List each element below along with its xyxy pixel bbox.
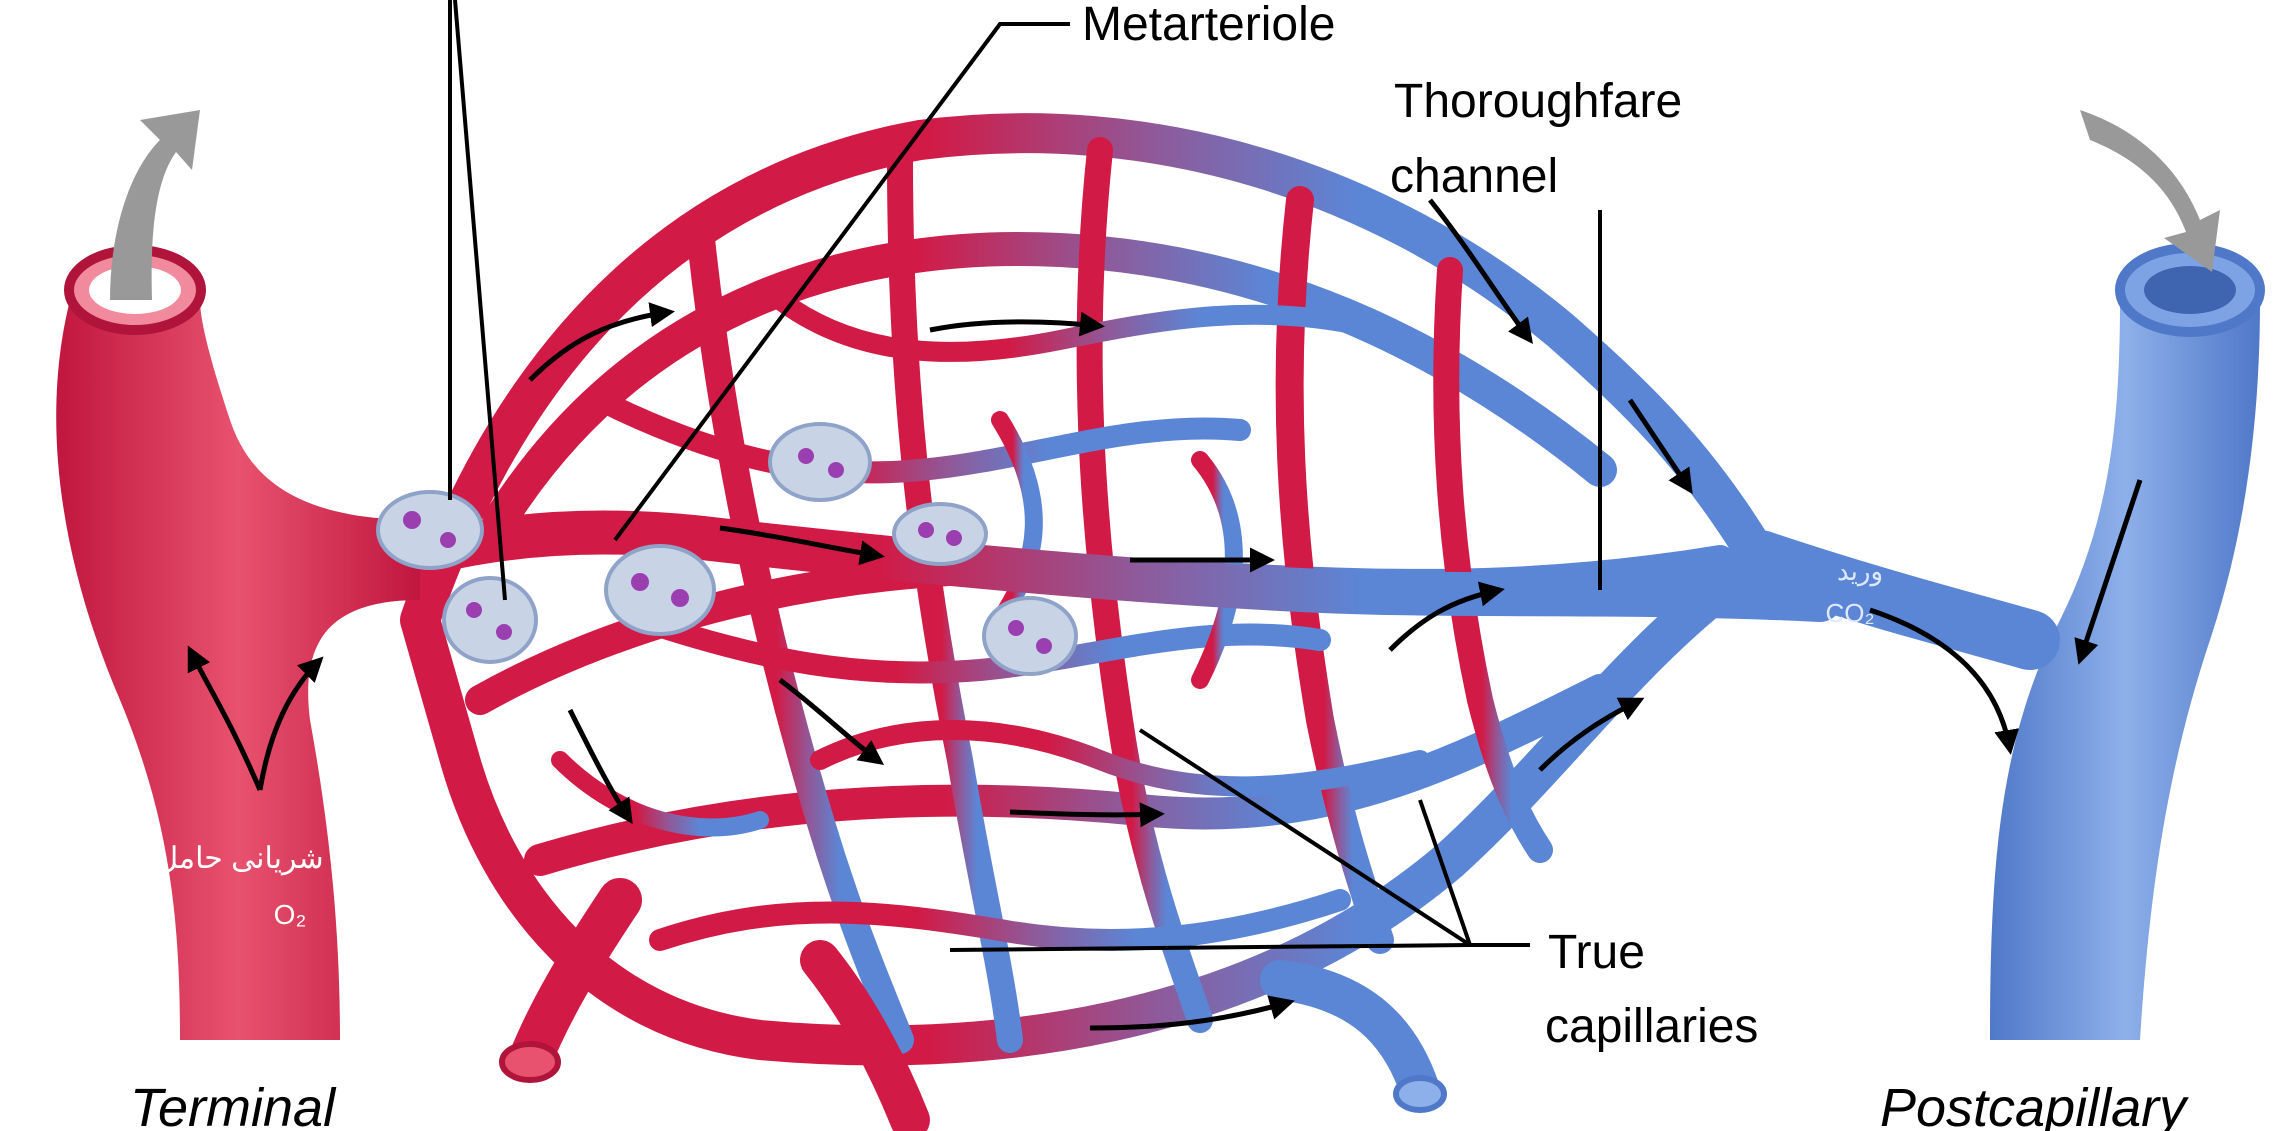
sphincter [444, 578, 536, 662]
venule-note: ورید [1837, 556, 1883, 587]
sphincter [606, 546, 714, 634]
label-thoroughfare: Thoroughfare [1394, 75, 1682, 128]
label-metarteriole: Metarteriole [1082, 0, 1335, 51]
terminal-arteriole [56, 250, 420, 1040]
arteriole-branch-opening [502, 1044, 558, 1080]
sphincter [378, 492, 482, 568]
label-terminal: Terminal [130, 1078, 337, 1131]
label-true: True [1548, 926, 1645, 979]
inflow-arrow-icon [2080, 110, 2220, 272]
sphincter [984, 598, 1076, 674]
venule-branch-opening [1396, 1078, 1444, 1110]
label-channel: channel [1390, 150, 1558, 203]
label-postcapillary: Postcapillary [1880, 1078, 2189, 1131]
arteriole-note: شریانی حامل [156, 842, 323, 876]
postcapillary-venule [1760, 248, 2260, 1040]
venule-note-formula: CO₂ [1825, 598, 1874, 628]
sphincter [894, 504, 986, 564]
venule-branch [1280, 980, 1420, 1090]
label-capillaries: capillaries [1545, 1000, 1758, 1053]
sphincter [770, 424, 870, 500]
arteriole-note-formula: O₂ [274, 899, 307, 930]
venule-lumen [2144, 266, 2236, 314]
